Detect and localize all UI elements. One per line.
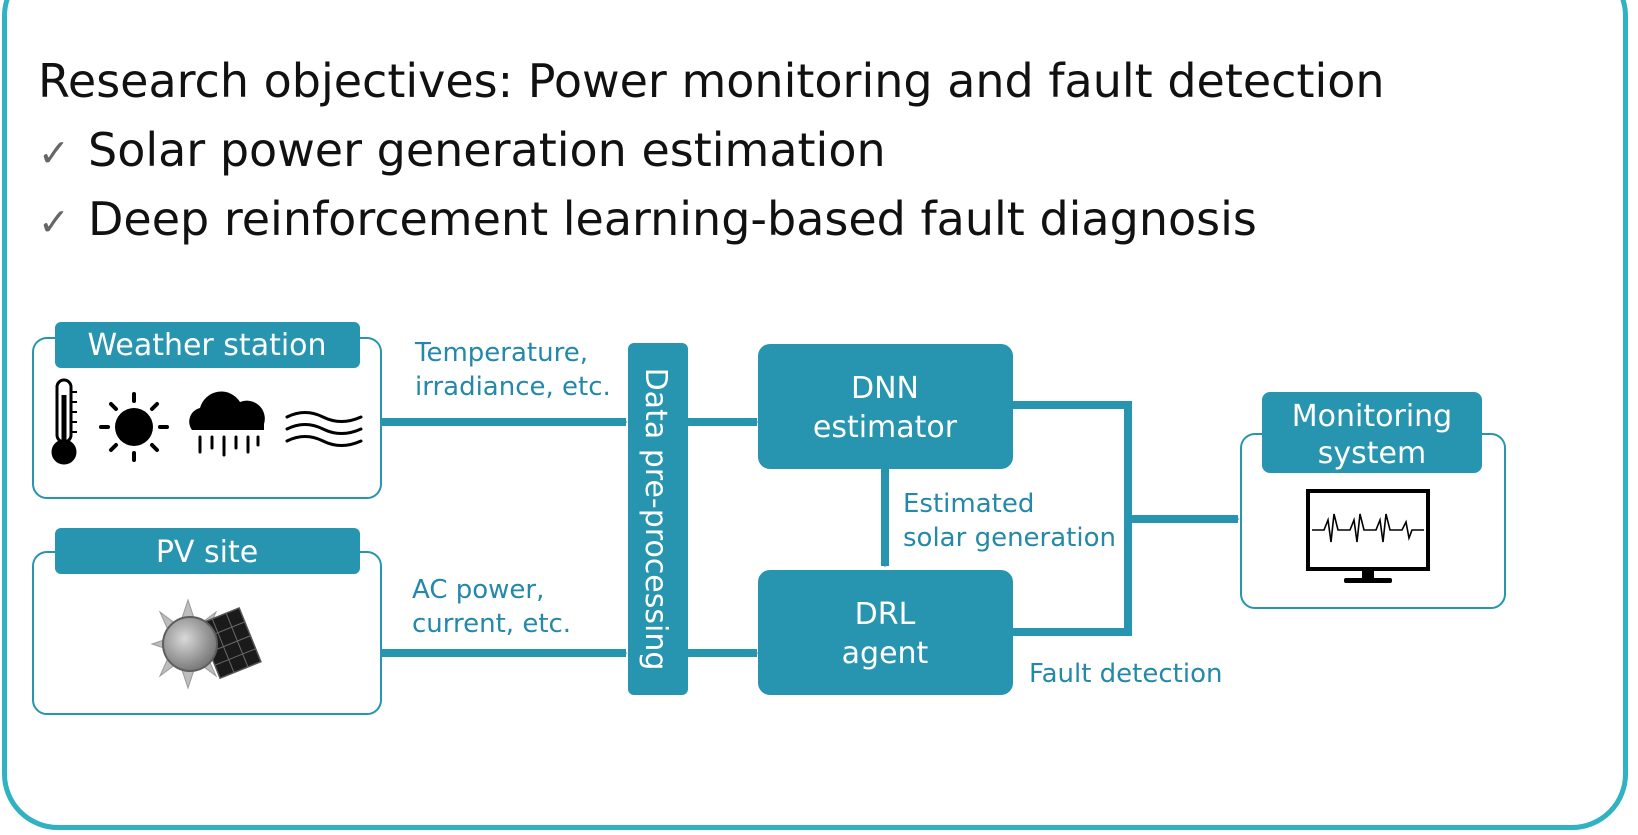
objective-item-1: ✓Solar power generation estimation bbox=[38, 127, 886, 173]
pv-site-box: PV site bbox=[32, 528, 382, 715]
pv-signal-line-1: AC power, bbox=[412, 575, 544, 605]
monitoring-label-line-2: system bbox=[1318, 436, 1426, 471]
estimated-line-2: solar generation bbox=[903, 523, 1116, 553]
sun-icon bbox=[99, 392, 169, 462]
objective-item-2: ✓Deep reinforcement learning-based fault… bbox=[38, 196, 1257, 242]
dnn-label-line-1: DNN bbox=[851, 371, 919, 406]
weather-station-box: Weather station bbox=[32, 322, 382, 499]
preprocessing-block: Data pre-processing bbox=[628, 343, 688, 695]
fault-detection-label: Fault detection bbox=[1029, 659, 1222, 689]
pv-signal-line-2: current, etc. bbox=[412, 609, 571, 639]
monitoring-system-box: Monitoring system bbox=[1240, 392, 1506, 609]
weather-signal-line-1: Temperature, bbox=[414, 338, 588, 368]
weather-station-label: Weather station bbox=[87, 328, 326, 363]
estimated-line-1: Estimated bbox=[903, 489, 1034, 519]
monitoring-label-line-1: Monitoring bbox=[1292, 399, 1452, 434]
thermometer-icon bbox=[51, 378, 77, 465]
heading-rest: : Power monitoring and fault detection bbox=[497, 54, 1385, 108]
check-icon: ✓ bbox=[38, 200, 70, 244]
drl-label-line-2: agent bbox=[842, 636, 929, 671]
drl-label-line-1: DRL bbox=[855, 597, 916, 632]
dnn-estimator-block: DNN estimator bbox=[758, 344, 1013, 469]
solar-panel-sun-icon bbox=[150, 598, 262, 690]
weather-signal-line-2: irradiance, etc. bbox=[415, 372, 611, 402]
objective-label-1: Solar power generation estimation bbox=[88, 123, 886, 177]
research-objectives-heading: Research objectives: Power monitoring an… bbox=[38, 58, 1385, 104]
rain-cloud-icon bbox=[189, 391, 265, 457]
preprocessing-label: Data pre-processing bbox=[638, 368, 673, 671]
drl-agent-block: DRL agent bbox=[758, 570, 1013, 695]
pv-site-label: PV site bbox=[156, 535, 258, 570]
dnn-label-line-2: estimator bbox=[813, 410, 958, 445]
heading-bold: Research objectives bbox=[38, 54, 498, 108]
check-icon: ✓ bbox=[38, 131, 70, 175]
objective-label-2: Deep reinforcement learning-based fault … bbox=[88, 192, 1257, 246]
wind-icon bbox=[285, 411, 363, 447]
monitor-ecg-icon bbox=[1306, 489, 1430, 583]
